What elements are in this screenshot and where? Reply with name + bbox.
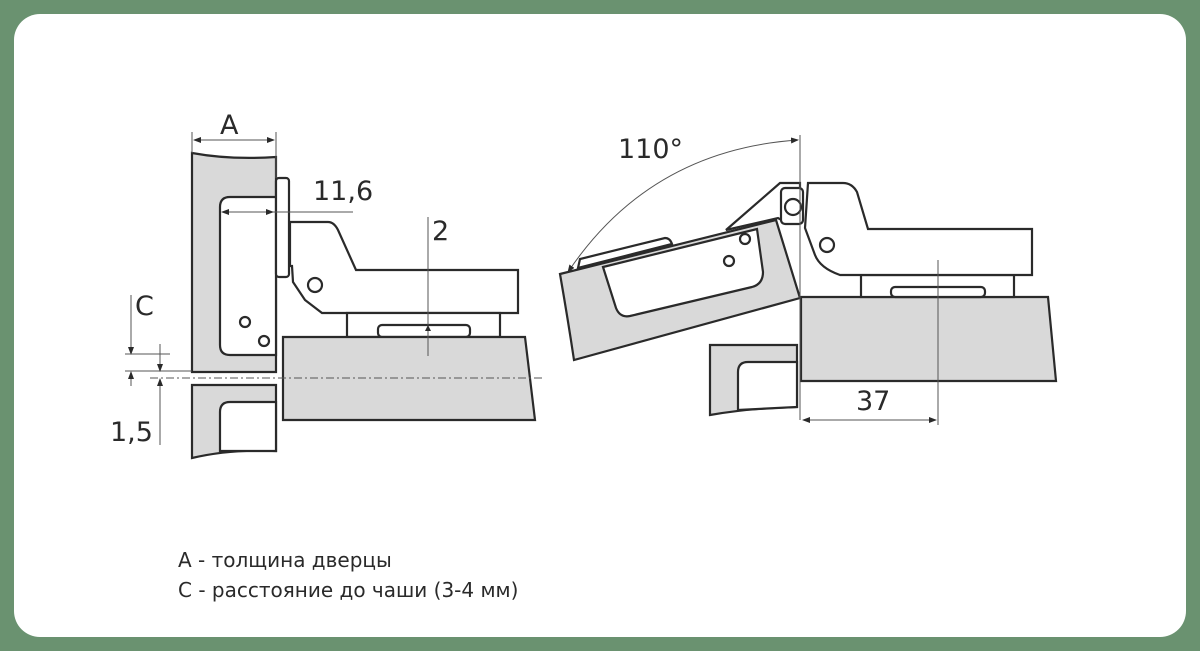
screw-hole (238, 315, 252, 329)
legend-item-a: A - толщина дверцы (178, 548, 392, 572)
screw-hole (738, 232, 752, 246)
hinge-arm (803, 181, 1034, 277)
hinge-pivot (818, 236, 836, 254)
dimension-cup-distance-label: 37 (856, 386, 891, 417)
hinge-arm (288, 220, 520, 315)
dimension-a-label: A (220, 110, 239, 141)
door-cup-recess (218, 195, 278, 357)
dimension-overlay-label: 1,5 (110, 417, 153, 448)
screw-hole (722, 254, 736, 268)
closed-hinge-view (125, 132, 543, 460)
dimension-cup-offset-label: 11,6 (313, 176, 374, 207)
cup-plate (274, 176, 291, 279)
legend: A - толщина дверцы C - расстояние до чаш… (178, 545, 518, 605)
cabinet-side (799, 295, 1058, 383)
open-hinge-view (558, 135, 1058, 425)
screw-hole (257, 334, 271, 348)
dimension-plate-gap-label: 2 (432, 216, 450, 247)
opening-angle-label: 110° (618, 134, 684, 165)
dimension-c-label: C (135, 291, 154, 322)
hinge-pivot (306, 276, 324, 294)
legend-item-c: C - расстояние до чаши (3-4 мм) (178, 578, 519, 602)
